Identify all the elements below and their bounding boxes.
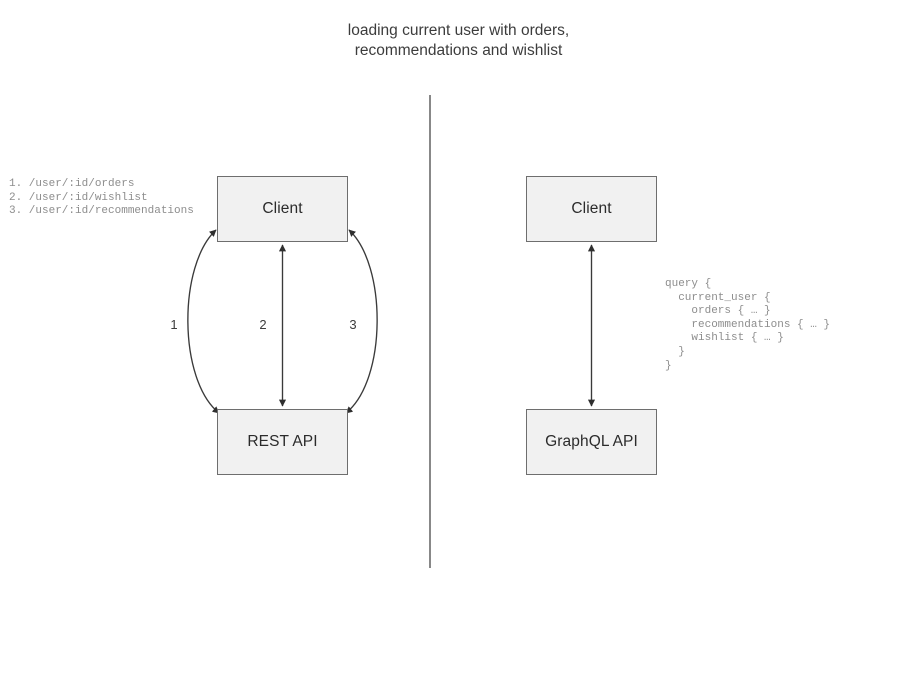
edge-label-1: 1: [170, 317, 178, 332]
edge-label-2: 2: [259, 317, 267, 332]
edge-rest-1: [187, 229, 220, 414]
node-graphql-api[interactable]: GraphQL API: [526, 409, 657, 475]
diagram-title: loading current user with orders, recomm…: [347, 22, 570, 59]
node-client-graphql[interactable]: Client: [526, 176, 657, 242]
edge-rest-3: [345, 229, 378, 414]
edge-label-3: 3: [349, 317, 357, 332]
node-label: GraphQL API: [545, 433, 638, 450]
graphql-query-block: query { current_user { orders { … } reco…: [665, 278, 831, 372]
node-label: Client: [571, 200, 612, 217]
node-client-rest[interactable]: Client: [217, 176, 348, 242]
rest-endpoints-list: 1. /user/:id/orders 2. /user/:id/wishlis…: [9, 178, 194, 218]
node-label: Client: [262, 200, 303, 217]
node-rest-api[interactable]: REST API: [217, 409, 348, 475]
node-label: REST API: [247, 433, 318, 450]
